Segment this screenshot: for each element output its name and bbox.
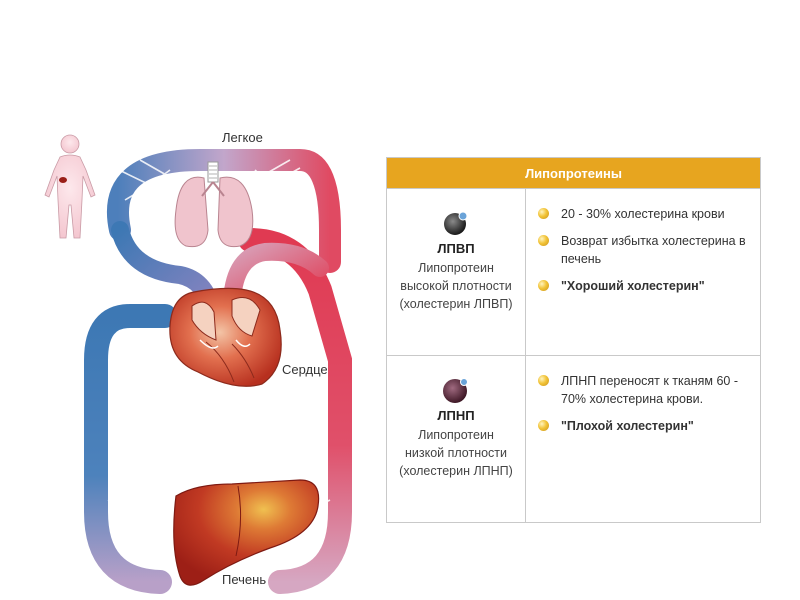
circulation-diagram — [44, 134, 352, 594]
hdl-name-line: высокой плотности — [400, 279, 512, 293]
bullet-dot-icon — [538, 420, 549, 431]
liver-capillaries — [107, 499, 331, 546]
table-row-hdl: ЛПВП Липопротеин высокой плотности (холе… — [386, 188, 761, 356]
ldl-description-cell: ЛПНП переносят к тканям 60 - 70% холесте… — [525, 355, 761, 523]
hdl-full-name: Липопротеин высокой плотности (холестери… — [388, 259, 524, 313]
ldl-particle-icon — [443, 378, 468, 403]
bullet-text: Возврат избытка холестерина в печень — [561, 234, 746, 266]
hdl-description-cell: 20 - 30% холестерина крови Возврат избыт… — [525, 188, 761, 356]
bullet-dot-icon — [538, 375, 549, 386]
table-header-row: Липопротеины — [386, 157, 761, 189]
list-item: ЛПНП переносят к тканям 60 - 70% холесте… — [538, 372, 752, 408]
ldl-name-line: (холестерин ЛПНП) — [399, 464, 513, 478]
ldl-type-cell: ЛПНП Липопротеин низкой плотности (холес… — [386, 355, 526, 523]
bullet-dot-icon — [538, 235, 549, 246]
list-item: "Плохой холестерин" — [538, 417, 752, 435]
hdl-name-line: Липопротеин — [418, 261, 494, 275]
bullet-dot-icon — [538, 280, 549, 291]
ldl-abbr: ЛПНП — [437, 408, 475, 423]
bullet-text: "Хороший холестерин" — [561, 279, 705, 293]
list-item: Возврат избытка холестерина в печень — [538, 232, 752, 268]
liver-icon — [173, 479, 320, 586]
bullet-text: ЛПНП переносят к тканям 60 - 70% холесте… — [561, 374, 739, 406]
lipoprotein-table: Липопротеины ЛПВП Липопротеин высокой пл… — [386, 157, 761, 523]
list-item: 20 - 30% холестерина крови — [538, 205, 752, 223]
hdl-type-cell: ЛПВП Липопротеин высокой плотности (холе… — [386, 188, 526, 356]
ldl-name-line: низкой плотности — [404, 446, 508, 460]
ldl-name-line: Липопротеин — [418, 428, 494, 442]
liver-label: Печень — [222, 572, 267, 587]
bullet-text: "Плохой холестерин" — [561, 419, 694, 433]
lungs-icon — [174, 161, 254, 248]
ldl-full-name: Липопротеин низкой плотности (холестерин… — [388, 426, 524, 480]
body-liver-marker-icon — [59, 177, 67, 183]
lung-label: Легкое — [222, 130, 263, 145]
lung-capillaries — [114, 159, 301, 201]
hdl-abbr: ЛПВП — [437, 241, 475, 256]
heart-icon — [169, 287, 282, 387]
table-row-ldl: ЛПНП Липопротеин низкой плотности (холес… — [386, 355, 761, 523]
list-item: "Хороший холестерин" — [538, 277, 752, 295]
hdl-particle-icon — [444, 211, 468, 235]
hdl-name-line: (холестерин ЛПВП) — [399, 297, 513, 311]
pulmonary-vein-vessel — [223, 242, 329, 309]
pulmonary-top-vessel — [106, 149, 341, 273]
table-header: Липопротеины — [386, 157, 761, 189]
systemic-vein-vessel — [84, 304, 177, 594]
bullet-text: 20 - 30% холестерина крови — [561, 207, 725, 221]
human-figure-icon — [44, 134, 96, 239]
bullet-dot-icon — [538, 208, 549, 219]
heart-label: Сердце — [282, 362, 328, 377]
